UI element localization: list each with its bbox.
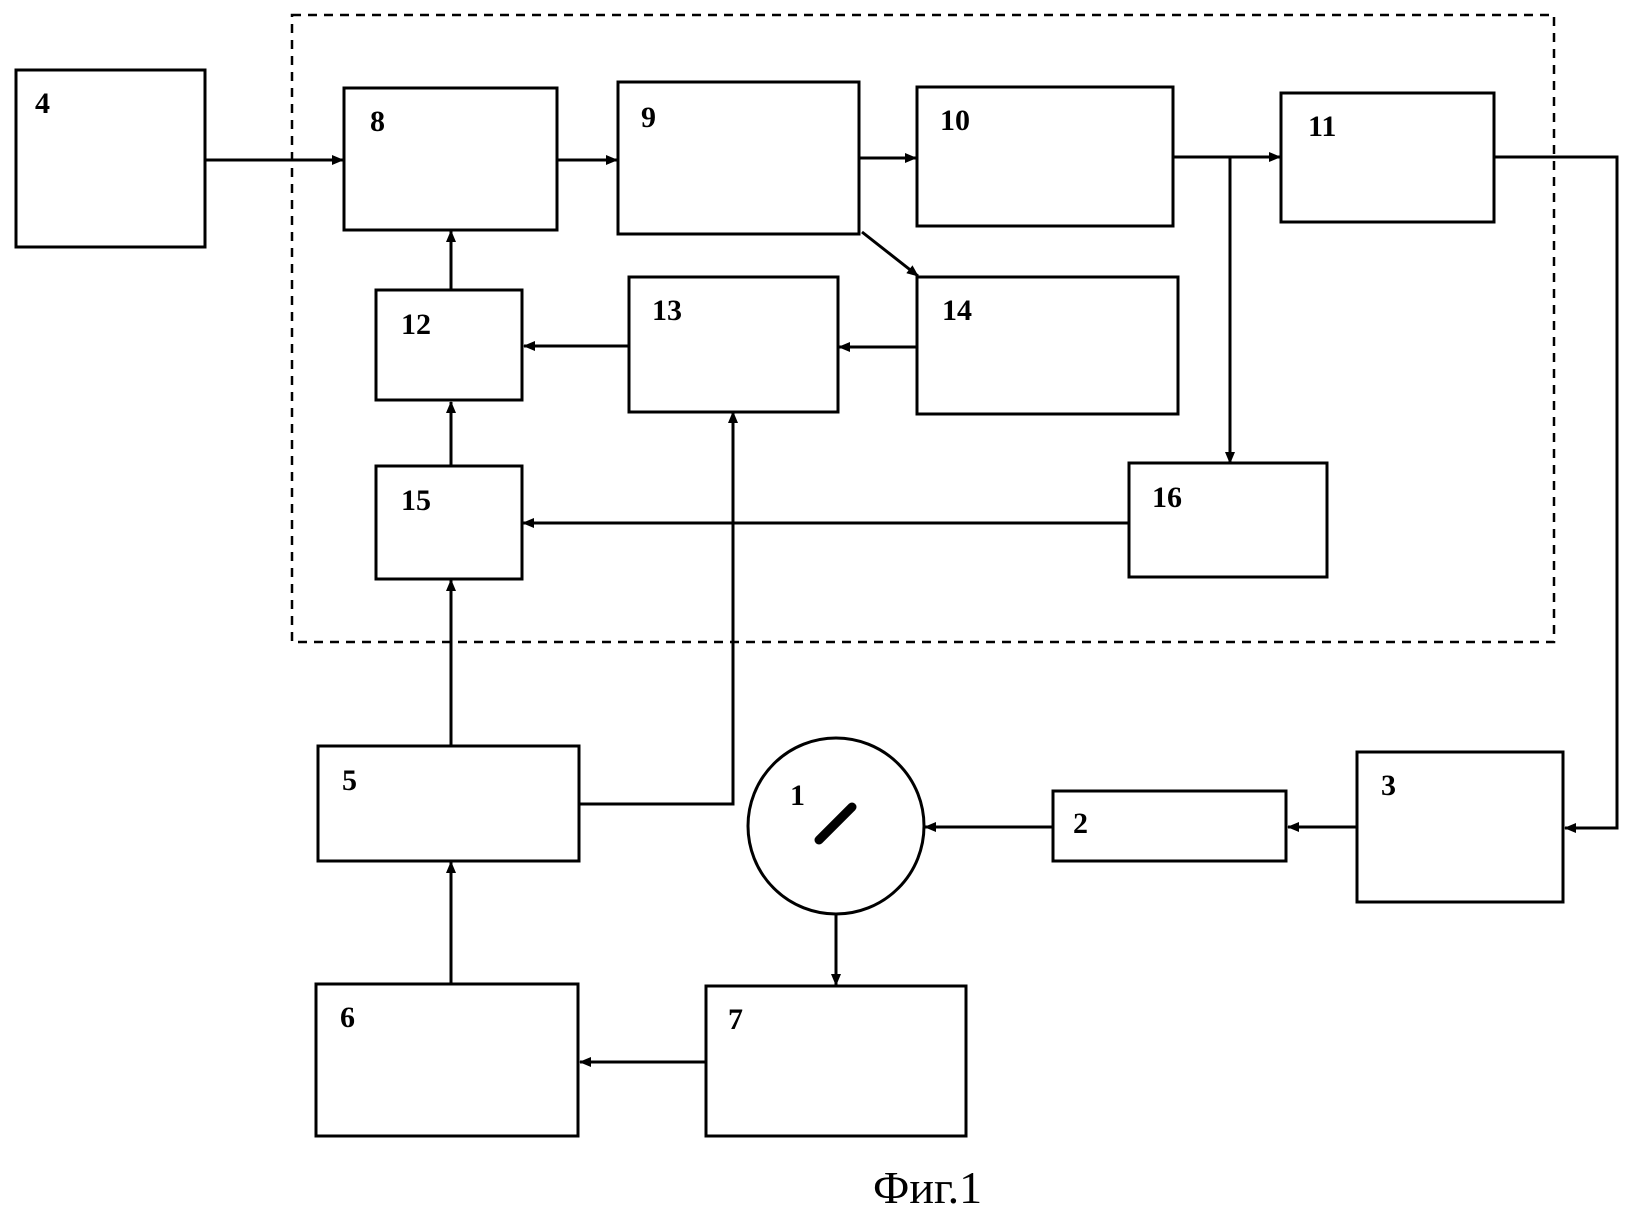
- block-6: 6: [314, 982, 580, 1138]
- block-label: 10: [940, 104, 970, 137]
- block-15: 15: [374, 464, 524, 581]
- figure-caption: Фиг.1: [873, 1162, 982, 1213]
- block-16: 16: [1127, 461, 1329, 579]
- block-7: 7: [704, 984, 968, 1138]
- block-11: 11: [1279, 91, 1496, 224]
- block-label: 12: [401, 308, 431, 341]
- wire-9-14: [861, 230, 919, 278]
- block-label: 1: [790, 779, 805, 812]
- block-4: 4: [14, 68, 207, 249]
- block-label: 11: [1308, 110, 1336, 143]
- block-5: 5: [316, 744, 581, 863]
- block-3: 3: [1355, 750, 1565, 904]
- block-label: 4: [35, 87, 50, 120]
- block-label: 16: [1152, 481, 1182, 514]
- block-label: 9: [641, 101, 656, 134]
- block-8: 8: [342, 86, 559, 232]
- wire-5-13: [580, 411, 738, 806]
- block-1: 1: [746, 736, 926, 916]
- block-2: 2: [1051, 789, 1288, 863]
- block-label: 7: [728, 1003, 743, 1036]
- block-label: 13: [652, 294, 682, 327]
- block-label: 14: [942, 294, 972, 327]
- wire-11-3: [1495, 155, 1619, 833]
- dashed-enclosure: [290, 13, 1556, 644]
- block-9: 9: [616, 80, 861, 236]
- block-label: 15: [401, 484, 431, 517]
- block-label: 3: [1381, 769, 1396, 802]
- connections: [194, 152, 1619, 1067]
- slanted-bar-icon: [814, 802, 857, 845]
- block-14: 14: [915, 275, 1180, 416]
- block-10: 10: [915, 85, 1175, 228]
- block-label: 8: [370, 105, 385, 138]
- block-label: 6: [340, 1001, 355, 1034]
- block-13: 13: [627, 275, 840, 414]
- block-label: 2: [1073, 807, 1088, 840]
- block-label: 5: [342, 764, 357, 797]
- block-12: 12: [374, 288, 524, 402]
